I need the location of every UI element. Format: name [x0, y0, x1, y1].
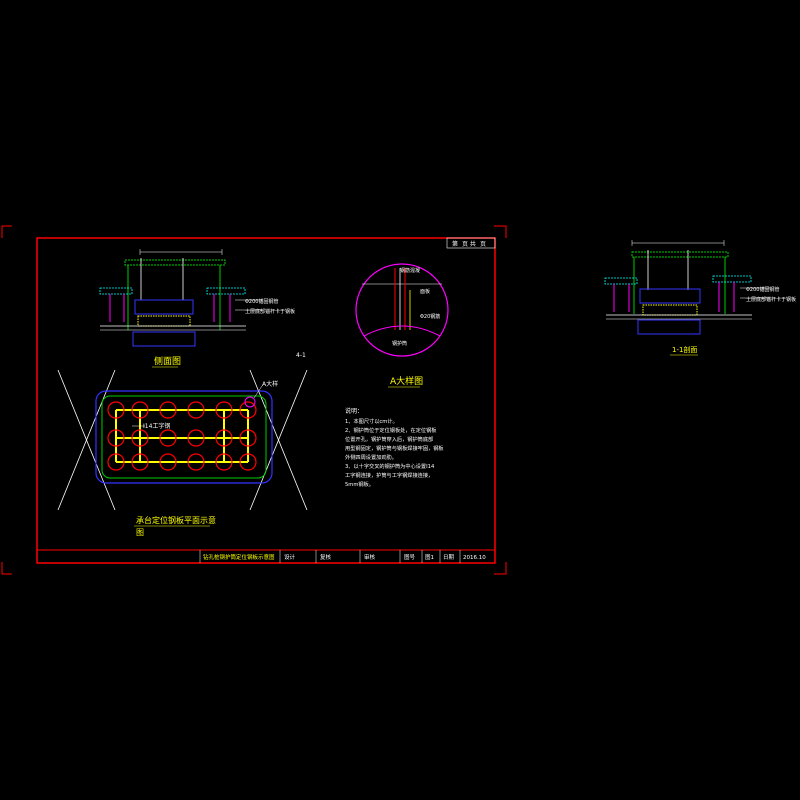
- date-label: 日期: [443, 554, 455, 561]
- side-section-title: 侧面图: [154, 355, 181, 367]
- page-label-a: 第: [452, 240, 458, 248]
- sheet-frame: [36, 237, 496, 564]
- title-block: 钻孔桩钢护筒定位钢板示意图 设计 复核 审核 图号 图1 日期 2016.10: [199, 550, 486, 563]
- notes-line-7: 工字钢连接，护筒与工字钢焊接连接，: [345, 471, 433, 479]
- plan-title-line2: 图: [136, 528, 144, 537]
- plan-callout-a: A大样: [262, 380, 278, 388]
- plan-title: 承台定位钢板平面示意: [136, 515, 216, 525]
- detail-label-top: 钢筋混凝: [400, 267, 420, 274]
- section-label-b: 土层底部锚杆卡于钢板: [746, 296, 796, 303]
- notes-block: 说明： 1、本图尺寸以cm计。 2、钢护筒位于定位钢板处，在定位钢板 位置开孔，…: [345, 407, 444, 488]
- notes-line-4: 用型钢固定，钢护筒与钢板焊接牢固，钢板: [345, 444, 444, 452]
- detail-label-right-a: 面板: [420, 288, 430, 295]
- detail-label-bottom: 钢护筒: [392, 340, 407, 347]
- review-label: 审核: [364, 553, 376, 561]
- side-label-a: Φ200锚固钢管: [245, 298, 278, 305]
- casing-row-1: [107, 401, 257, 419]
- side-label-b: 土层底部锚杆卡于钢板: [245, 308, 295, 315]
- design-label: 设计: [284, 553, 296, 561]
- plan-view: 4-1 A大样 I14工字钢: [57, 352, 308, 537]
- section-label-a: Φ200锚固钢管: [746, 286, 779, 293]
- corner-marks: [1, 225, 507, 575]
- casing-row-2: [107, 429, 257, 447]
- casing-row-3: [107, 453, 257, 471]
- page-box: 第 页 共 页: [446, 237, 496, 249]
- page-label-c: 页: [480, 241, 486, 248]
- date-value: 2016.10: [463, 555, 486, 561]
- detail-label-right-b: Φ20钢筋: [420, 313, 440, 320]
- plan-axis-label: 4-1: [296, 352, 306, 359]
- check-label: 复核: [320, 553, 332, 561]
- notes-line-6: 3、以十字交叉的钢护筒为中心设置I14: [345, 462, 435, 470]
- steel-frame: [115, 409, 249, 463]
- notes-heading: 说明：: [345, 407, 363, 415]
- detail-a-view: 钢筋混凝 面板 Φ20钢筋 钢护筒 A大样图: [355, 263, 449, 388]
- detail-title: A大样图: [390, 375, 423, 387]
- section-1-1-title: 1-1剖面: [672, 345, 697, 354]
- plan-callout-i: I14工字钢: [143, 422, 170, 430]
- notes-line-1: 1、本图尺寸以cm计。: [345, 417, 398, 425]
- drawing-name: 钻孔桩钢护筒定位钢板示意图: [203, 553, 275, 561]
- page-label-b: 页 共: [462, 240, 476, 248]
- notes-line-2: 2、钢护筒位于定位钢板处，在定位钢板: [345, 426, 437, 434]
- drawing-no-label: 图号: [404, 553, 416, 561]
- section-1-1-view: Φ200锚固钢管 土层底部锚杆卡于钢板 1-1剖面: [604, 240, 796, 356]
- notes-line-5: 外侧四周设置加劲肋。: [345, 453, 397, 461]
- drawing-no: 图1: [425, 553, 434, 561]
- notes-line-8: 5mm钢板。: [345, 480, 374, 488]
- notes-line-3: 位置开孔，钢护筒穿入后，钢护筒底部: [345, 435, 433, 443]
- side-section-view: Φ200锚固钢管 土层底部锚杆卡于钢板 侧面图: [99, 249, 295, 368]
